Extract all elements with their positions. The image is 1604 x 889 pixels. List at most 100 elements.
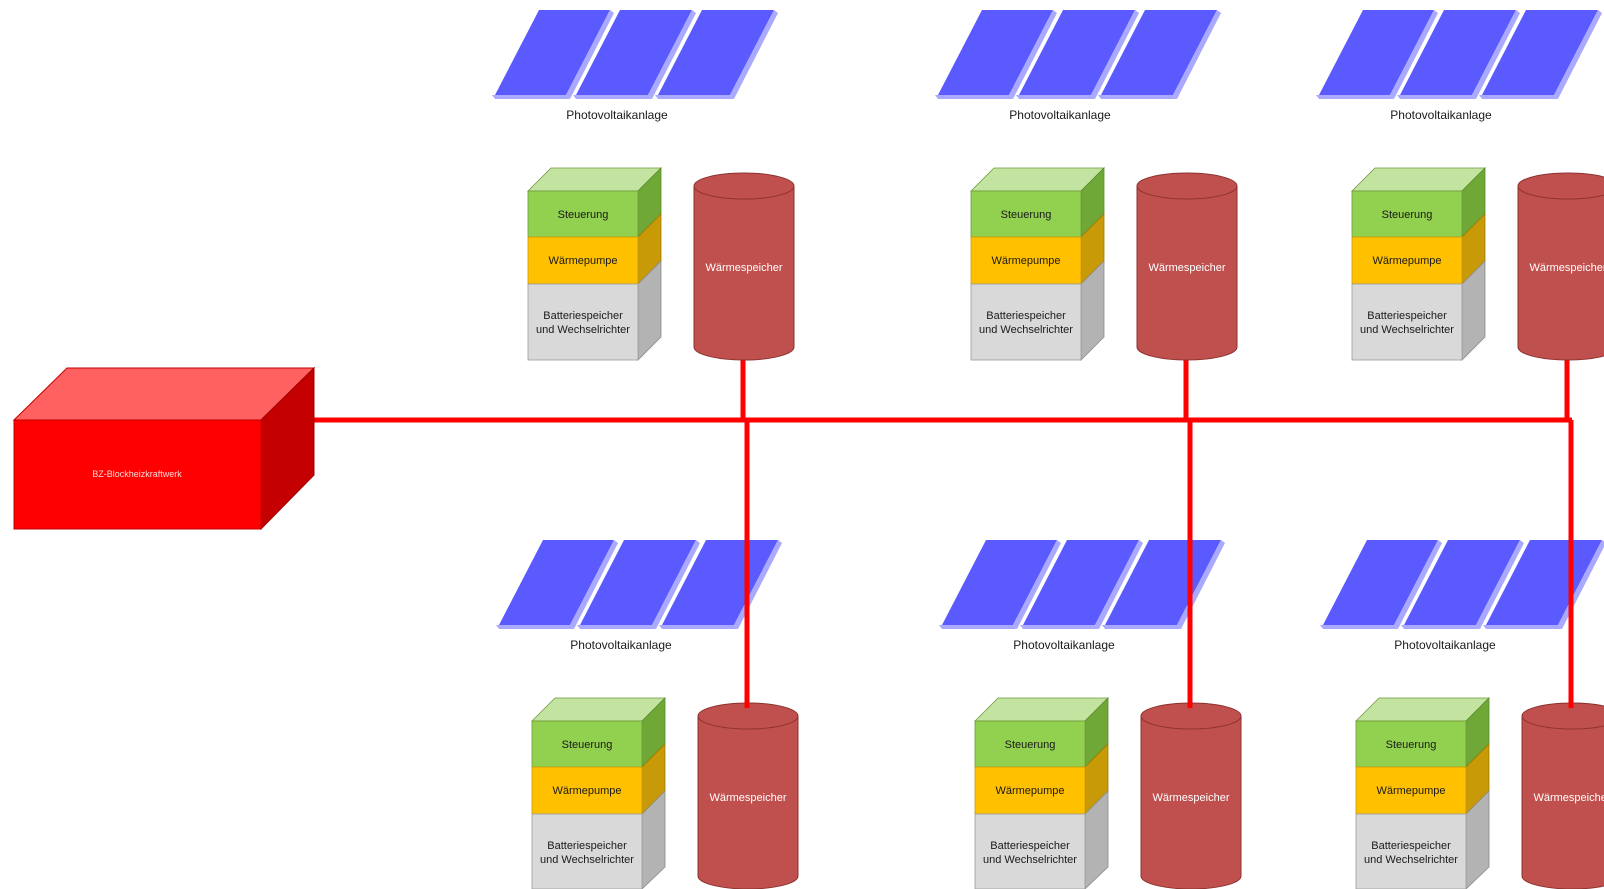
pv-panel <box>938 10 1053 95</box>
pv-panel <box>1319 10 1434 95</box>
tank-body <box>1517 185 1604 361</box>
battery-label-line-2: und Wechselrichter <box>983 854 1077 866</box>
tank-lid <box>693 172 795 200</box>
pv-panel-edge <box>1472 10 1520 99</box>
pv-label: Photovoltaikanlage <box>566 108 668 122</box>
tank-lid <box>1517 172 1604 200</box>
heat-storage-tank: Wärmespeicher <box>1521 702 1604 889</box>
pv-panel-bottom <box>1020 625 1099 629</box>
equipment-stack: Steuerung Wärmepumpe Batteriespeicher un… <box>970 167 1105 361</box>
heat-storage-tank: Wärmespeicher <box>1140 702 1242 889</box>
battery-label-line-2: und Wechselrichter <box>1360 324 1454 336</box>
pv-panel-bottom <box>1016 95 1095 99</box>
battery-module <box>974 813 1086 889</box>
battery-label-line-1: Batteriespeicher <box>1367 310 1447 322</box>
pv-panel <box>495 10 610 95</box>
pv-panel-edge <box>566 10 614 99</box>
battery-label-line-1: Batteriespeicher <box>986 310 1066 322</box>
pv-panel-edge <box>1095 540 1143 629</box>
pv-panel <box>942 540 1057 625</box>
storage-label: Wärmespeicher <box>1152 792 1229 804</box>
battery-label-line-1: Batteriespeicher <box>543 310 623 322</box>
pv-panel <box>1323 540 1438 625</box>
control-module <box>1351 190 1463 238</box>
pv-panel <box>576 10 692 95</box>
battery-label-line-1: Batteriespeicher <box>547 840 627 852</box>
control-module <box>970 190 1082 238</box>
storage-label: Wärmespeicher <box>709 792 786 804</box>
heatpump-module <box>531 766 643 815</box>
battery-label-line-2: und Wechselrichter <box>536 324 630 336</box>
storage-label: Wärmespeicher <box>1533 792 1604 804</box>
pv-panel-edge <box>652 540 700 629</box>
pv-label: Photovoltaikanlage <box>1394 638 1496 652</box>
pv-panel-bottom <box>939 625 1017 629</box>
pv-panel <box>499 540 614 625</box>
battery-label-line-2: und Wechselrichter <box>540 854 634 866</box>
equipment-stack: Steuerung Wärmepumpe Batteriespeicher un… <box>1355 697 1490 889</box>
heatpump-label: Wärmepumpe <box>991 255 1060 267</box>
storage-label: Wärmespeicher <box>705 262 782 274</box>
battery-module <box>970 283 1082 361</box>
unit-3: Photovoltaikanlage Steuerung Wärmepumpe … <box>1316 10 1604 361</box>
control-module <box>1355 720 1467 768</box>
heat-network <box>306 360 1574 708</box>
control-label: Steuerung <box>1001 209 1052 221</box>
pv-panel-bottom <box>577 625 656 629</box>
battery-module <box>531 813 643 889</box>
pv-panel <box>1400 10 1516 95</box>
heatpump-module <box>970 236 1082 285</box>
equipment-stack: Steuerung Wärmepumpe Batteriespeicher un… <box>1351 167 1486 361</box>
control-label: Steuerung <box>562 739 613 751</box>
pv-panel-bottom <box>1102 625 1181 629</box>
pv-panel-edge <box>1554 10 1602 99</box>
battery-module <box>1355 813 1467 889</box>
pv-label: Photovoltaikanlage <box>1013 638 1115 652</box>
equipment-stack: Steuerung Wärmepumpe Batteriespeicher un… <box>974 697 1109 889</box>
pv-label: Photovoltaikanlage <box>570 638 672 652</box>
control-module <box>531 720 643 768</box>
pv-panel-bottom <box>935 95 1013 99</box>
pv-label: Photovoltaikanlage <box>1390 108 1492 122</box>
tank-lid <box>1136 172 1238 200</box>
pv-panel-bottom <box>496 625 574 629</box>
pv-panel <box>1404 540 1520 625</box>
pv-panel-bottom <box>573 95 652 99</box>
heatpump-label: Wärmepumpe <box>548 255 617 267</box>
battery-label-line-1: Batteriespeicher <box>990 840 1070 852</box>
battery-label-line-1: Batteriespeicher <box>1371 840 1451 852</box>
storage-label: Wärmespeicher <box>1529 262 1604 274</box>
unit-5: Photovoltaikanlage Steuerung Wärmepumpe … <box>939 540 1242 889</box>
pv-panel-bottom <box>492 95 570 99</box>
battery-module <box>1351 283 1463 361</box>
unit-2: Photovoltaikanlage Steuerung Wärmepumpe … <box>935 10 1238 361</box>
pv-panel-bottom <box>1397 95 1476 99</box>
control-label: Steuerung <box>1382 209 1433 221</box>
pv-panel-edge <box>1476 540 1524 629</box>
unit-1: Photovoltaikanlage Steuerung Wärmepumpe … <box>492 10 795 361</box>
pv-panel-bottom <box>1483 625 1562 629</box>
pv-panel-bottom <box>1401 625 1480 629</box>
pv-panel-edge <box>1173 10 1221 99</box>
control-label: Steuerung <box>1386 739 1437 751</box>
heat-storage-tank: Wärmespeicher <box>697 702 799 889</box>
pv-label: Photovoltaikanlage <box>1009 108 1111 122</box>
equipment-stack: Steuerung Wärmepumpe Batteriespeicher un… <box>527 167 662 361</box>
heatpump-module <box>974 766 1086 815</box>
tank-body <box>693 185 795 361</box>
pv-panel-edge <box>648 10 696 99</box>
pv-array <box>935 10 1221 99</box>
control-module <box>527 190 639 238</box>
pv-array <box>939 540 1225 629</box>
pv-panel <box>1019 10 1135 95</box>
pv-panel-edge <box>1390 10 1438 99</box>
pv-panel-edge <box>730 10 778 99</box>
pv-panel-edge <box>1091 10 1139 99</box>
equipment-stack: Steuerung Wärmepumpe Batteriespeicher un… <box>531 697 666 889</box>
chp-block: BZ-Blockheizkraftwerk <box>12 366 316 531</box>
pv-array <box>496 540 782 629</box>
pv-panel-bottom <box>1320 625 1398 629</box>
heatpump-label: Wärmepumpe <box>1376 785 1445 797</box>
pv-panel-edge <box>1013 540 1061 629</box>
